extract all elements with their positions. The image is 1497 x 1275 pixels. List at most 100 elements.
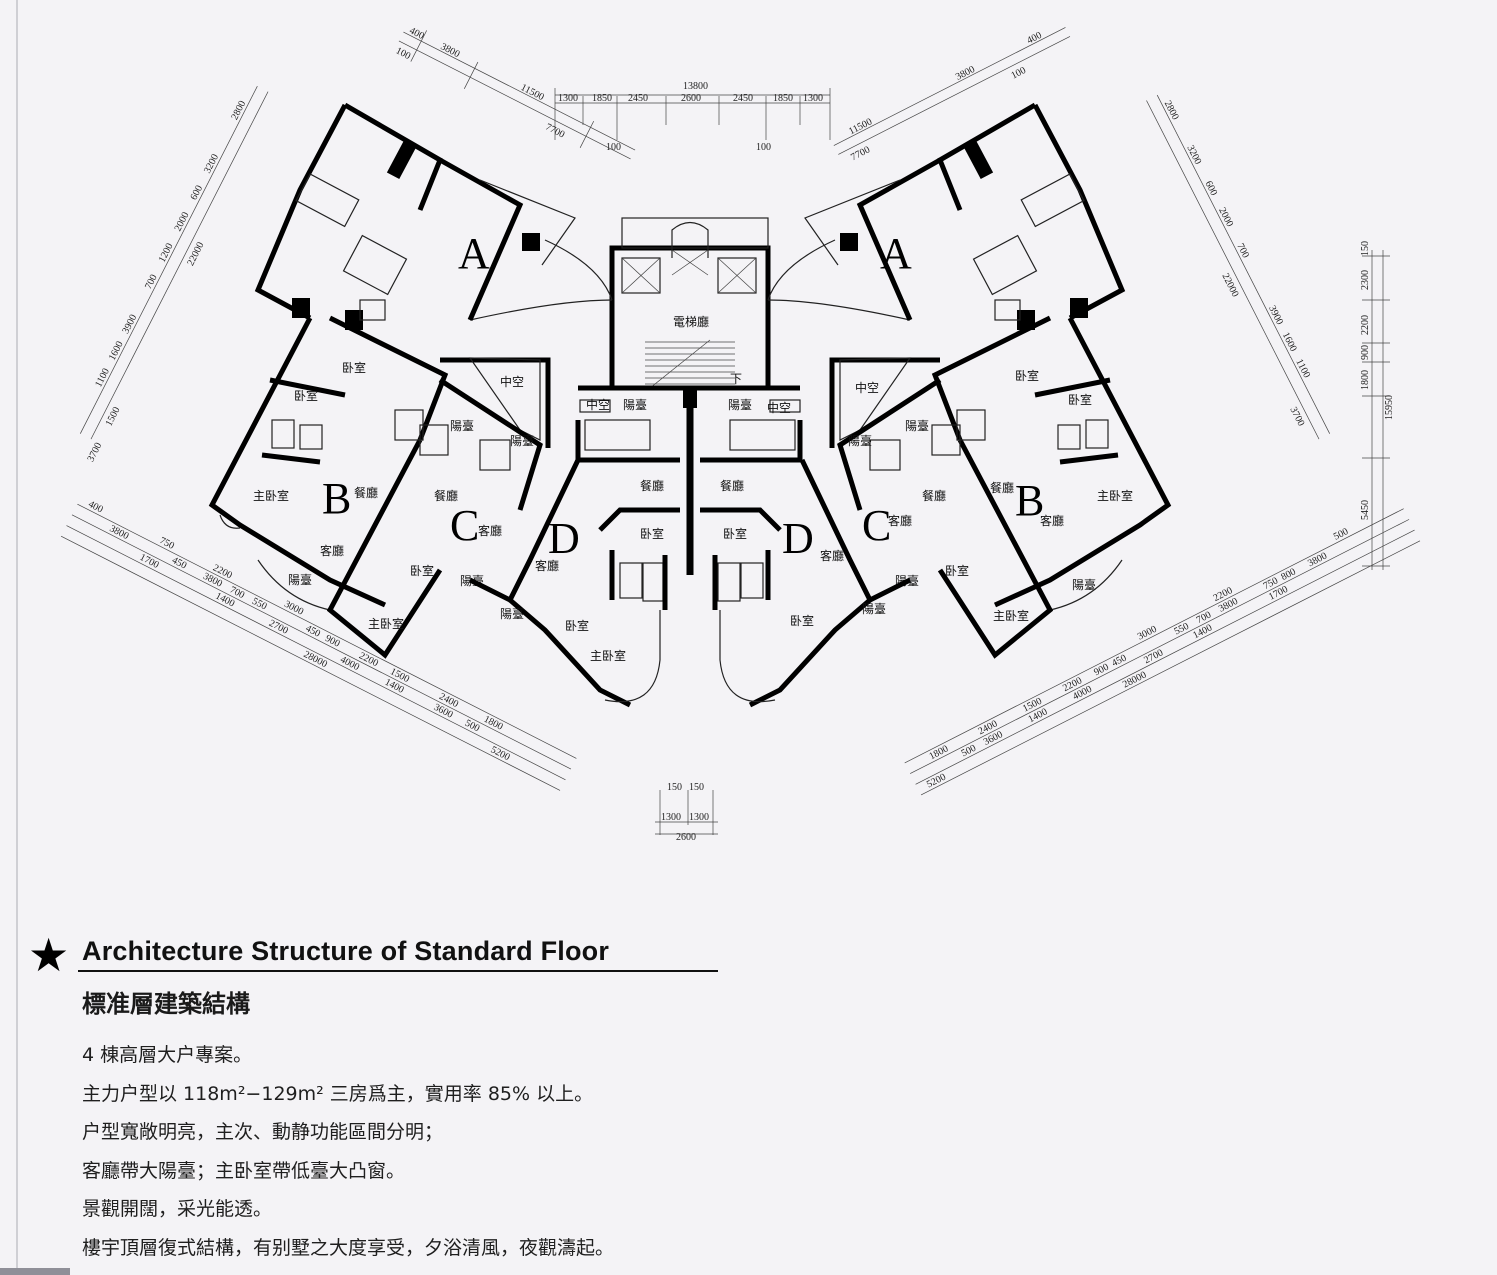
dim-label: 900	[323, 633, 341, 650]
dim-label: 3800	[108, 523, 131, 542]
unit-label-b-left: B	[322, 474, 351, 523]
dim-label: 150	[689, 782, 704, 793]
dim-label: 1300	[661, 812, 681, 823]
dim-label: 1700	[138, 552, 161, 571]
dim-label: 1400	[1191, 622, 1214, 641]
room-living: 客廳	[535, 558, 559, 573]
dim-label: 2450	[733, 93, 753, 104]
dim-label: 450	[170, 555, 188, 572]
room-bedroom: 卧室	[1068, 392, 1092, 407]
corridor-arc	[469, 299, 613, 321]
dim-label: 100	[394, 45, 412, 62]
title-chinese: 標准層建築結構	[82, 990, 250, 1018]
room-balcony: 陽臺	[500, 606, 524, 621]
dim-label: 800	[1279, 566, 1297, 583]
corridor-arc	[767, 239, 836, 301]
dim-label: 1200	[157, 242, 176, 265]
dim-label: 2300	[1360, 270, 1371, 290]
dim-label: 1800	[1360, 370, 1371, 390]
dimension-chain-lower-left: 400 3800 750 450 1700 2200 3800 700 550 …	[60, 499, 577, 791]
dim-label: 1300	[558, 93, 578, 104]
room-dining: 餐廳	[720, 478, 744, 493]
dim-label: 15950	[1384, 395, 1395, 420]
unit-label-c-left: C	[450, 501, 479, 550]
dim-label: 400	[407, 25, 425, 42]
dim-label: 2200	[357, 650, 380, 669]
room-void: 中空	[767, 400, 791, 415]
dim-label: 100	[606, 142, 621, 153]
stair-treads	[645, 339, 735, 389]
dim-label: 500	[1332, 526, 1350, 543]
dimension-chain-right-edge: 150 2300 2200 900 1800 5450 15950	[1360, 241, 1395, 570]
dim-label: 500	[463, 718, 481, 735]
top-dimension-chain: 13800 1300 1850 2450 2600 2450 1850 1300…	[554, 81, 831, 153]
stair-down-label: 下	[730, 372, 742, 386]
dim-label: 2600	[681, 93, 701, 104]
room-bedroom: 卧室	[723, 526, 747, 541]
room-living: 客廳	[478, 523, 502, 538]
dim-label: 1300	[803, 93, 823, 104]
dim-label: 3700	[85, 441, 104, 464]
room-master-bedroom: 主卧室	[993, 608, 1029, 623]
description-line: 樓宇頂層復式結構，有别墅之大度享受，夕浴清風，夜觀濤起。	[82, 1236, 615, 1259]
room-master-bedroom: 主卧室	[590, 648, 626, 663]
dim-label: 22000	[185, 240, 206, 267]
room-balcony: 陽臺	[848, 433, 872, 448]
room-balcony: 陽臺	[623, 397, 647, 412]
description-line: 主力户型以 118m²−129m² 三房爲主，實用率 85% 以上。	[82, 1082, 594, 1105]
dim-label: 1600	[1280, 331, 1299, 354]
room-bedroom: 卧室	[640, 526, 664, 541]
dim-label: 900	[1360, 345, 1371, 360]
room-balcony: 陽臺	[510, 433, 534, 448]
dim-label: 100	[756, 142, 771, 153]
dim-label: 2600	[676, 832, 696, 843]
unit-label-a-left: A	[458, 229, 490, 278]
title-english: Architecture Structure of Standard Floor	[82, 936, 610, 966]
dim-label: 1850	[773, 93, 793, 104]
room-balcony: 陽臺	[1072, 577, 1096, 592]
dim-label: 600	[189, 184, 206, 202]
dim-label: 700	[1234, 242, 1251, 260]
dim-label: 700	[1195, 609, 1213, 626]
dim-label: 3800	[954, 64, 977, 83]
dim-label: 2450	[628, 93, 648, 104]
room-bedroom: 卧室	[945, 563, 969, 578]
corridor-arc	[767, 299, 911, 321]
dimension-chain-left-vertical: 2800 3200 600 2000 1200 700 22000 3900 1…	[79, 86, 269, 464]
dim-label: 11500	[519, 82, 546, 103]
dim-label: 1300	[689, 812, 709, 823]
unit-label-a-right: A	[880, 229, 912, 278]
room-void: 中空	[855, 380, 879, 395]
room-void: 中空	[500, 374, 524, 389]
unit-label-d-left: D	[548, 514, 580, 563]
unit-label-b-right: B	[1015, 476, 1044, 525]
dim-label: 700	[143, 273, 160, 291]
room-bedroom: 卧室	[565, 618, 589, 633]
right-wing: A 卧室 卧室 主卧室 B 餐廳 客廳 陽臺 中空 陽臺 陽臺 餐廳 C 客廳 …	[719, 102, 1172, 708]
room-master-bedroom: 主卧室	[253, 488, 289, 503]
room-void: 中空	[586, 397, 610, 412]
page-left-border	[16, 0, 18, 1275]
room-balcony: 陽臺	[905, 418, 929, 433]
title-underline	[78, 970, 718, 972]
dim-label: 2700	[267, 618, 290, 637]
room-master-bedroom: 主卧室	[368, 616, 404, 631]
unit-label-d-right: D	[782, 514, 814, 563]
room-master-bedroom: 主卧室	[1097, 488, 1133, 503]
dim-label: 3800	[439, 41, 462, 60]
dim-label: 22000	[1219, 272, 1240, 299]
dim-label: 5200	[925, 772, 948, 791]
description-line: 户型寬敞明亮，主次、動静功能區間分明；	[82, 1121, 444, 1143]
bottom-edge-bar	[0, 1268, 70, 1275]
room-living: 客廳	[1040, 513, 1064, 528]
room-dining: 餐廳	[354, 485, 378, 500]
dim-label: 150	[667, 782, 682, 793]
dim-label: 3200	[202, 152, 221, 175]
dim-label: 3000	[282, 599, 305, 618]
dim-label: 750	[158, 535, 176, 552]
dim-label: 100	[1009, 65, 1027, 82]
room-balcony: 陽臺	[728, 397, 752, 412]
room-balcony: 陽臺	[450, 418, 474, 433]
room-bedroom: 卧室	[790, 613, 814, 628]
dim-label: 1600	[107, 340, 126, 363]
